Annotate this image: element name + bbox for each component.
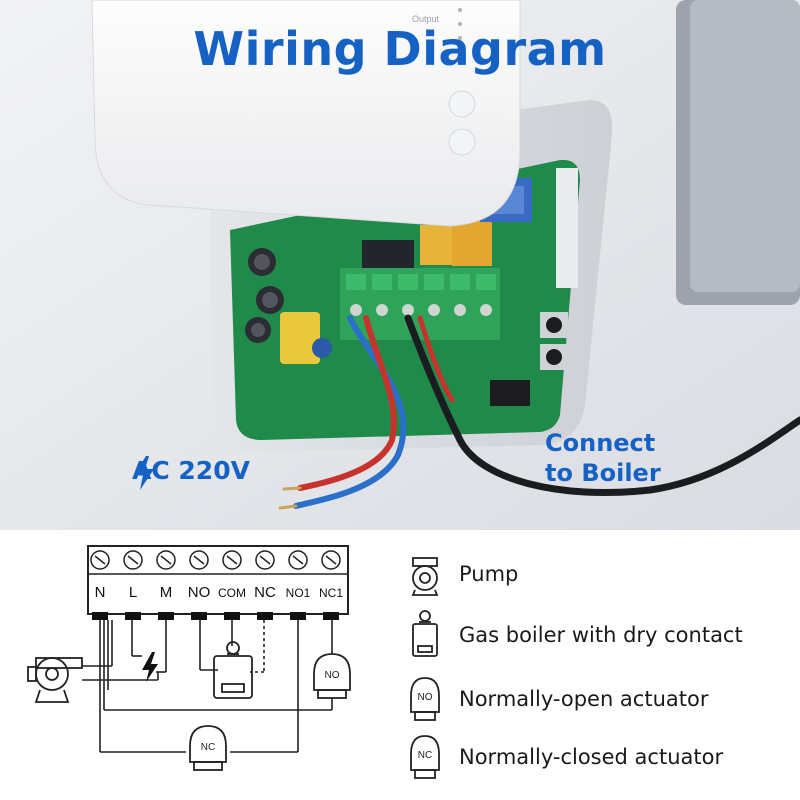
product-photo: Output Wiring Diagram AC 220V Connect to… [0,0,800,530]
legend-no-text: NO [418,692,433,703]
sync-icon [448,90,476,118]
terminal-pad-n [92,612,108,620]
terminal-label-n: N [95,584,106,601]
gas-boiler-icon [412,610,438,657]
terminal-label-no1: NO1 [286,586,311,600]
schematic-no-label: NO [325,670,340,681]
terminal-pad-no [191,612,207,620]
terminal-pad-com [224,612,240,620]
terminal-label-com: COM [218,586,246,600]
thermostat-cover [91,0,521,227]
boiler-cable [404,314,800,496]
legend-item-normally-closed-actuator: NC Normally-closed actuator [405,732,723,782]
lightning-icon [134,456,154,490]
schematic-normally-closed-actuator: NC [189,725,227,771]
power-wires [278,315,407,510]
terminal-pad-no1 [290,612,306,620]
legend-item-normally-open-actuator: NO Normally-open actuator [405,674,708,724]
terminal-pad-m [158,612,174,620]
terminal-label-m: M [160,584,173,601]
terminal-pad-l [125,612,141,620]
legend-label-normally-closed-actuator: Normally-closed actuator [459,745,724,769]
connect-boiler-line2: to Boiler [545,459,661,487]
legend-item-pump: Pump [405,552,518,596]
pump-icon [411,557,439,596]
schematic-normally-open-actuator: NO [313,653,351,699]
terminal-pad-nc [257,612,273,620]
schematic-pump-icon [27,657,83,703]
terminal-label-nc: NC [254,584,276,601]
output-indicator-label: Output [412,14,440,24]
legend-item-gas-boiler: Gas boiler with dry contact [405,610,743,660]
normally-open-actuator-icon: NO [410,677,440,721]
page-title: Wiring Diagram [193,22,607,76]
connect-boiler-line1: Connect [545,429,656,457]
ic-chip [490,380,530,406]
schematic-lightning-icon [142,652,158,682]
thermostat-photo-illustration: Output [0,0,800,530]
schematic-wires [82,620,333,753]
terminal-block [340,268,500,340]
schematic-gas-boiler-icon [213,641,253,699]
schematic-terminal-strip: N L M NO COM NC NO1 NC1 [87,545,349,620]
legend-label-normally-open-actuator: Normally-open actuator [459,687,709,711]
legend-nc-text: NC [418,750,432,761]
terminal-label-no: NO [188,584,211,601]
film-capacitor [280,312,320,364]
normally-closed-actuator-icon: NC [410,735,440,779]
wiring-schematic: N L M NO COM NC NO1 NC1 [27,545,351,771]
terminal-label-nc1: NC1 [319,586,343,600]
connect-boiler-callout: Connect to Boiler [545,428,661,488]
legend-label-pump: Pump [459,562,519,586]
legend-label-gas-boiler: Gas boiler with dry contact [459,623,743,647]
terminal-label-l: L [129,584,137,601]
terminal-pad-nc1 [323,612,339,620]
power-icon [448,128,476,156]
schematic-nc-label: NC [201,742,215,753]
ac-power-callout: AC 220V [132,456,250,490]
